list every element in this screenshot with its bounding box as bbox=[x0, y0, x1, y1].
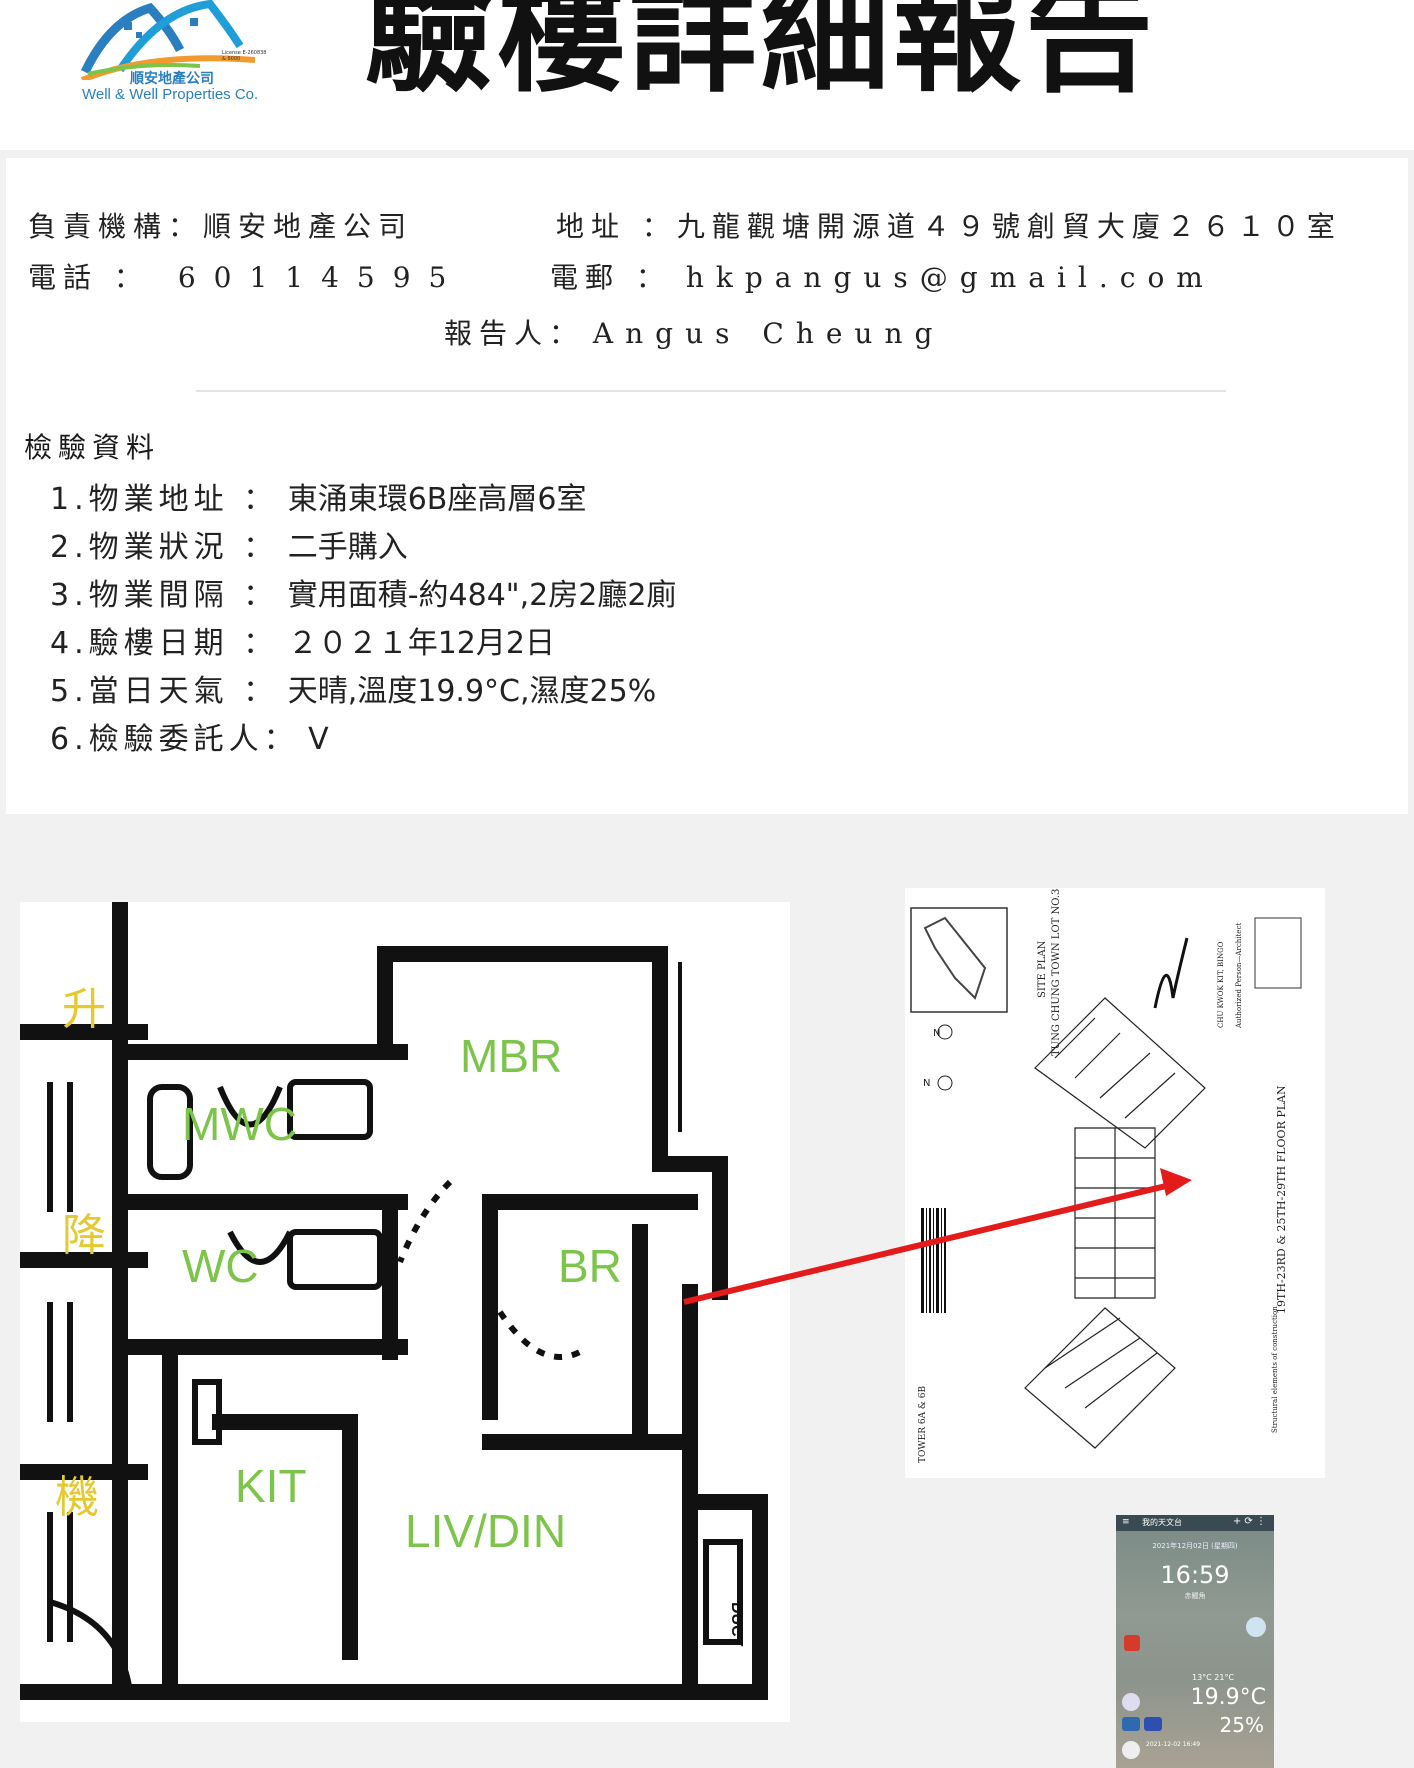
app-icon bbox=[1144, 1717, 1162, 1731]
building-site-plan: N N SITE PLAN TUNG CHUNG TOWN LOT NO.36 … bbox=[905, 882, 1325, 1478]
barcode-icon bbox=[921, 1208, 946, 1313]
item-label: 4.驗樓日期 ： bbox=[50, 626, 279, 661]
temperature-value: 19.9°C bbox=[1190, 1685, 1266, 1710]
site-plan-drawing: N N SITE PLAN TUNG CHUNG TOWN LOT NO.36 … bbox=[910, 882, 1302, 1463]
email-row: 電郵 ： hkpangus@gmail.com bbox=[550, 256, 1215, 296]
inspection-item: 5.當日天氣 ： 天晴,溫度19.9°C,濕度25% bbox=[50, 666, 656, 710]
north-label-1: N bbox=[933, 1028, 940, 1039]
item-value: 東涌東環6B座高層6室 bbox=[287, 482, 587, 517]
reporter-label: 報告人： bbox=[444, 317, 585, 350]
item-label: 5.當日天氣 ： bbox=[50, 674, 279, 709]
duct-label: DUCT bbox=[728, 1602, 745, 1647]
unit-floor-plan: MBR MWC WC BR KIT LIV/DIN 升 降 機 DUCT bbox=[12, 902, 790, 1722]
architect-signature bbox=[1153, 937, 1189, 1009]
logo-name-en: Well & Well Properties Co. bbox=[82, 86, 259, 103]
address-label: 地址 ： bbox=[556, 210, 677, 243]
phone-time: 16:59 bbox=[1160, 1561, 1230, 1589]
logo-license: License E-260838 & 8000 bbox=[222, 50, 267, 62]
report-header: License E-260838 & 8000 順安地產公司 Well & We… bbox=[0, 0, 1414, 150]
company-logo: License E-260838 & 8000 順安地產公司 Well & We… bbox=[70, 0, 270, 115]
inspection-item: 6.檢驗委託人： V bbox=[50, 714, 329, 758]
org-value: 順安地產公司 bbox=[203, 210, 414, 243]
room-label-wc: WC bbox=[182, 1240, 259, 1292]
reporter-row: 報告人： Angus Cheung bbox=[444, 312, 944, 352]
phone-value: 60114595 bbox=[177, 261, 465, 294]
org-label: 負責機構： bbox=[28, 210, 204, 243]
phone-date: 2021年12月02日 (星期四) bbox=[1152, 1542, 1238, 1550]
temperature-range: 13°C 21°C bbox=[1192, 1673, 1235, 1682]
floor-plan-title: 19TH-23RD & 25TH-29TH FLOOR PLAN bbox=[1275, 1085, 1288, 1314]
humidity-value: 25% bbox=[1219, 1713, 1264, 1737]
org-row: 負責機構：順安地產公司 bbox=[28, 205, 413, 245]
phone-updated-time: 2021-12-02 16:49 bbox=[1146, 1741, 1201, 1748]
item-label: 3.物業間隔 ： bbox=[50, 578, 279, 613]
inspection-item: 4.驗樓日期 ： ２０２１年12月2日 bbox=[50, 618, 555, 662]
site-plan-title: SITE PLAN bbox=[1037, 940, 1048, 998]
lot-number: TUNG CHUNG TOWN LOT NO.36 bbox=[1051, 888, 1062, 1056]
structural-note: Structural elements of construction bbox=[1271, 1306, 1279, 1433]
inspection-item: 1.物業地址 ： 東涌東環6B座高層6室 bbox=[50, 474, 586, 518]
phone-label: 電話 ： bbox=[28, 261, 149, 294]
phone-location: 赤鱲角 bbox=[1184, 1592, 1206, 1600]
tower-label: TOWER 6A & 6B bbox=[918, 1385, 928, 1463]
tower-outline bbox=[1024, 997, 1206, 1449]
address-row: 地址 ：九龍觀塘開源道４９號創貿大廈２６１０室 bbox=[556, 205, 1342, 245]
item-value: V bbox=[308, 722, 329, 757]
menu-icon: ≡ bbox=[1122, 1517, 1130, 1527]
room-label-mbr: MBR bbox=[460, 1030, 562, 1082]
phone-row: 電話 ： 60114595 bbox=[28, 256, 464, 296]
room-label-mwc: MWC bbox=[182, 1098, 297, 1150]
warning-icon bbox=[1124, 1635, 1140, 1651]
clock-icon bbox=[1122, 1693, 1140, 1711]
room-label-br: BR bbox=[558, 1240, 622, 1292]
room-label-livdin: LIV/DIN bbox=[405, 1505, 566, 1557]
logo-name-cn: 順安地產公司 bbox=[130, 71, 214, 87]
architect-title: Authorized Person—Architect bbox=[1235, 923, 1243, 1029]
app-icon bbox=[1122, 1717, 1140, 1731]
weather-icon bbox=[1246, 1617, 1266, 1637]
info-card: 負責機構：順安地產公司 地址 ：九龍觀塘開源道４９號創貿大廈２６１０室 電話 ：… bbox=[6, 158, 1408, 814]
item-value: 二手購入 bbox=[287, 530, 408, 565]
item-value: 天晴,溫度19.9°C,濕度25% bbox=[287, 674, 657, 709]
lift-char-3: 機 bbox=[55, 1472, 99, 1523]
item-label: 2.物業狀況 ： bbox=[50, 530, 279, 565]
north-label-2: N bbox=[923, 1078, 930, 1089]
email-label: 電郵 ： bbox=[550, 261, 671, 294]
app-name: 我的天文台 bbox=[1142, 1518, 1182, 1527]
reporter-value: Angus Cheung bbox=[592, 317, 945, 350]
lift-char-2: 降 bbox=[62, 1210, 106, 1261]
item-value: 實用面積-約484",2房2廳2廁 bbox=[287, 578, 677, 613]
page-title: 驗樓詳細報告 bbox=[365, 0, 1158, 106]
item-value: ２０２１年12月2日 bbox=[287, 626, 555, 661]
room-label-kit: KIT bbox=[235, 1460, 307, 1512]
address-value: 九龍觀塘開源道４９號創貿大廈２６１０室 bbox=[676, 210, 1342, 243]
inspection-title: 檢驗資料 bbox=[24, 431, 161, 464]
email-value: hkpangus@gmail.com bbox=[685, 261, 1215, 294]
section-divider bbox=[196, 390, 1226, 392]
house-logo-icon bbox=[80, 0, 256, 80]
compass-icon bbox=[1122, 1741, 1140, 1759]
architect-name: CHU KWOK KIT, BINGO bbox=[1217, 941, 1225, 1028]
add-icon: + ⟳ ⋮ bbox=[1232, 1516, 1266, 1527]
lift-char-1: 升 bbox=[62, 984, 106, 1035]
app-top-bar: ≡ 我的天文台 + ⟳ ⋮ bbox=[1116, 1515, 1274, 1531]
weather-app-screenshot: ≡ 我的天文台 + ⟳ ⋮ 2021年12月02日 (星期四) 16:59 赤鱲… bbox=[1116, 1515, 1274, 1768]
item-label: 1.物業地址 ： bbox=[50, 482, 279, 517]
floor-plan-drawing: MBR MWC WC BR KIT LIV/DIN 升 降 機 DUCT bbox=[12, 902, 768, 1700]
inspection-item: 2.物業狀況 ： 二手購入 bbox=[50, 522, 408, 566]
inspection-item: 3.物業間隔 ： 實用面積-約484",2房2廳2廁 bbox=[50, 570, 676, 614]
item-label: 6.檢驗委託人： bbox=[50, 722, 299, 757]
